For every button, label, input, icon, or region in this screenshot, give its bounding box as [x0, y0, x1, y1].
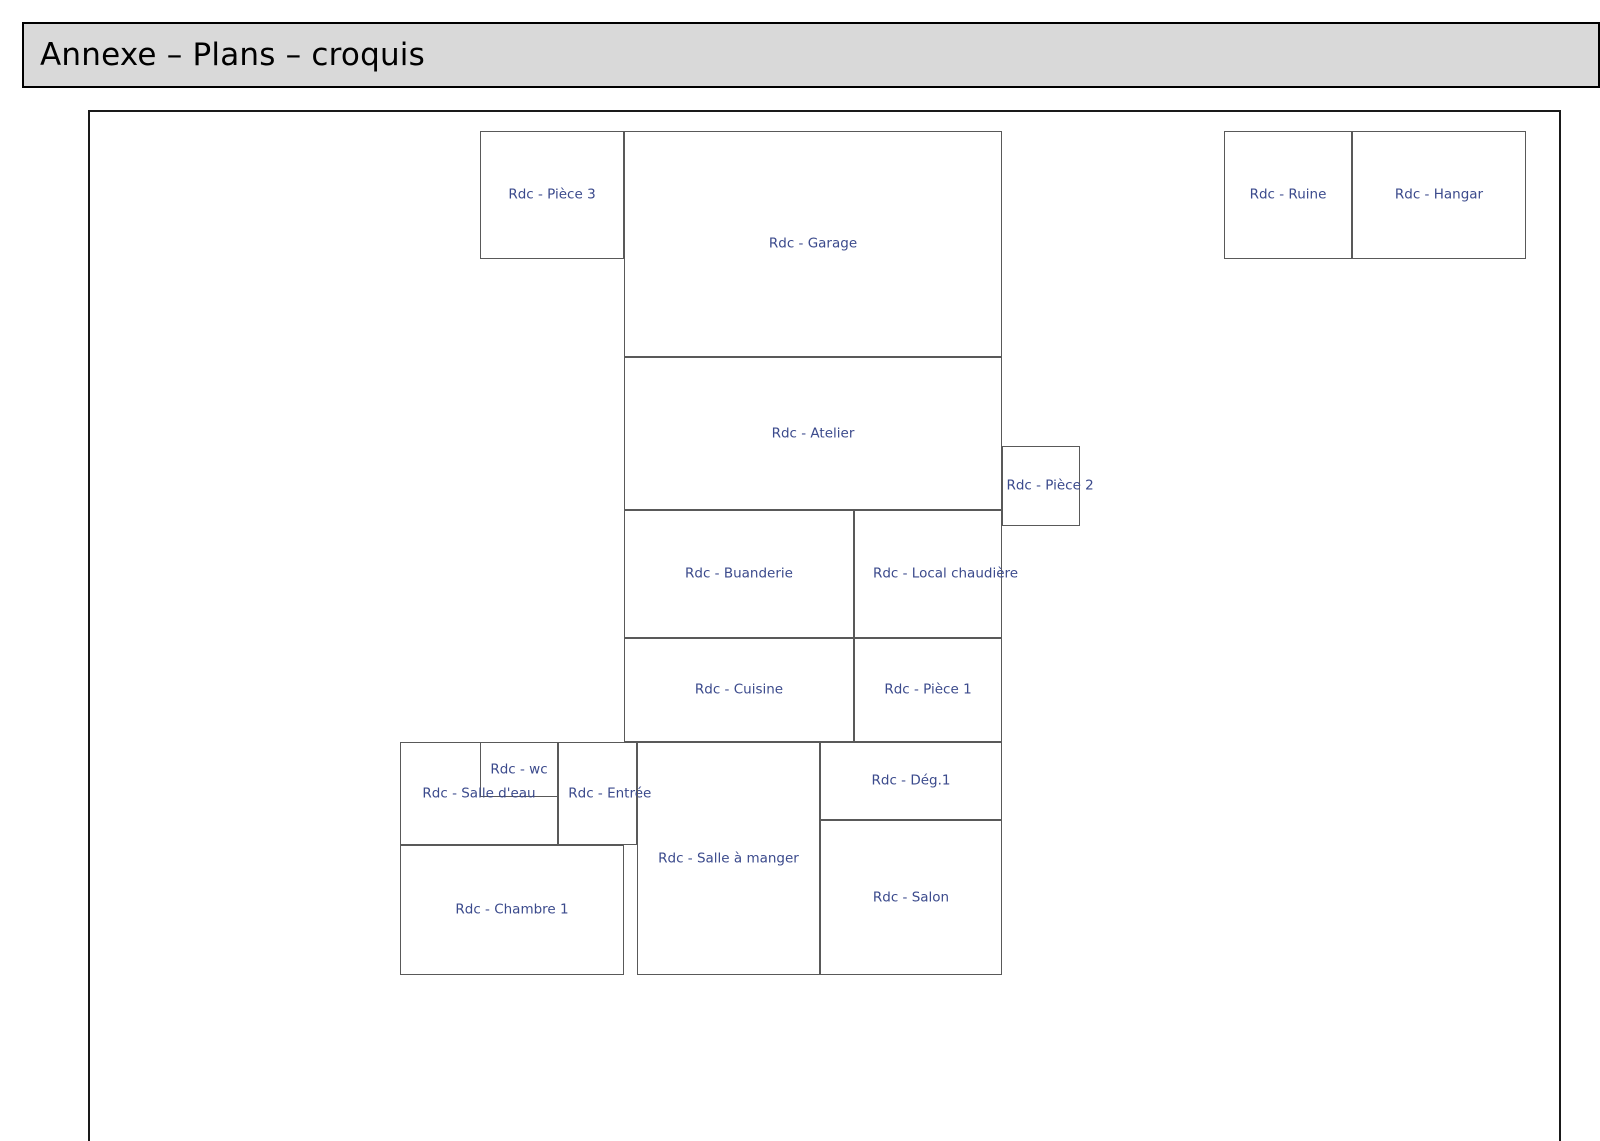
- room-label-salle-deau: Rdc - Salle d'eau: [422, 784, 536, 801]
- room-label-salle-a-manger: Rdc - Salle à manger: [658, 849, 799, 866]
- room-label-hangar: Rdc - Hangar: [1394, 186, 1484, 203]
- room-buanderie[interactable]: Rdc - Buanderie: [624, 510, 854, 638]
- room-label-piece-2: Rdc - Pièce 2: [1006, 477, 1094, 494]
- room-piece-2[interactable]: Rdc - Pièce 2: [1002, 446, 1094, 526]
- room-piece-1[interactable]: Rdc - Pièce 1: [854, 638, 1002, 742]
- room-salle-deau[interactable]: Rdc - Salle d'eau: [400, 742, 558, 845]
- room-entree[interactable]: Rdc - Entrée: [558, 742, 651, 845]
- room-label-cuisine: Rdc - Cuisine: [694, 681, 784, 698]
- room-label-local-chaudiere: Rdc - Local chaudière: [872, 565, 1019, 582]
- room-atelier[interactable]: Rdc - Atelier: [624, 357, 1002, 510]
- room-salle-a-manger[interactable]: Rdc - Salle à manger: [637, 742, 820, 975]
- room-local-chaudiere[interactable]: Rdc - Local chaudière: [854, 510, 1018, 638]
- room-label-ruine: Rdc - Ruine: [1249, 186, 1327, 203]
- room-label-chambre-1: Rdc - Chambre 1: [455, 901, 569, 918]
- room-cuisine[interactable]: Rdc - Cuisine: [624, 638, 854, 742]
- room-piece-3[interactable]: Rdc - Pièce 3: [480, 131, 624, 259]
- room-label-piece-3: Rdc - Pièce 3: [508, 186, 596, 203]
- room-label-garage: Rdc - Garage: [768, 235, 858, 252]
- room-label-buanderie: Rdc - Buanderie: [685, 565, 793, 582]
- room-deg-1[interactable]: Rdc - Dég.1: [820, 742, 1002, 820]
- room-label-deg-1: Rdc - Dég.1: [871, 772, 951, 789]
- room-chambre-1[interactable]: Rdc - Chambre 1: [400, 845, 624, 975]
- room-label-piece-1: Rdc - Pièce 1: [884, 681, 972, 698]
- room-hangar[interactable]: Rdc - Hangar: [1352, 131, 1526, 259]
- room-garage[interactable]: Rdc - Garage: [624, 131, 1002, 357]
- room-label-salon: Rdc - Salon: [872, 888, 950, 905]
- room-label-atelier: Rdc - Atelier: [771, 424, 855, 441]
- room-salon[interactable]: Rdc - Salon: [820, 820, 1002, 975]
- page-title: Annexe – Plans – croquis: [40, 37, 425, 73]
- room-ruine[interactable]: Rdc - Ruine: [1224, 131, 1352, 259]
- document-header-banner: Annexe – Plans – croquis: [22, 22, 1600, 88]
